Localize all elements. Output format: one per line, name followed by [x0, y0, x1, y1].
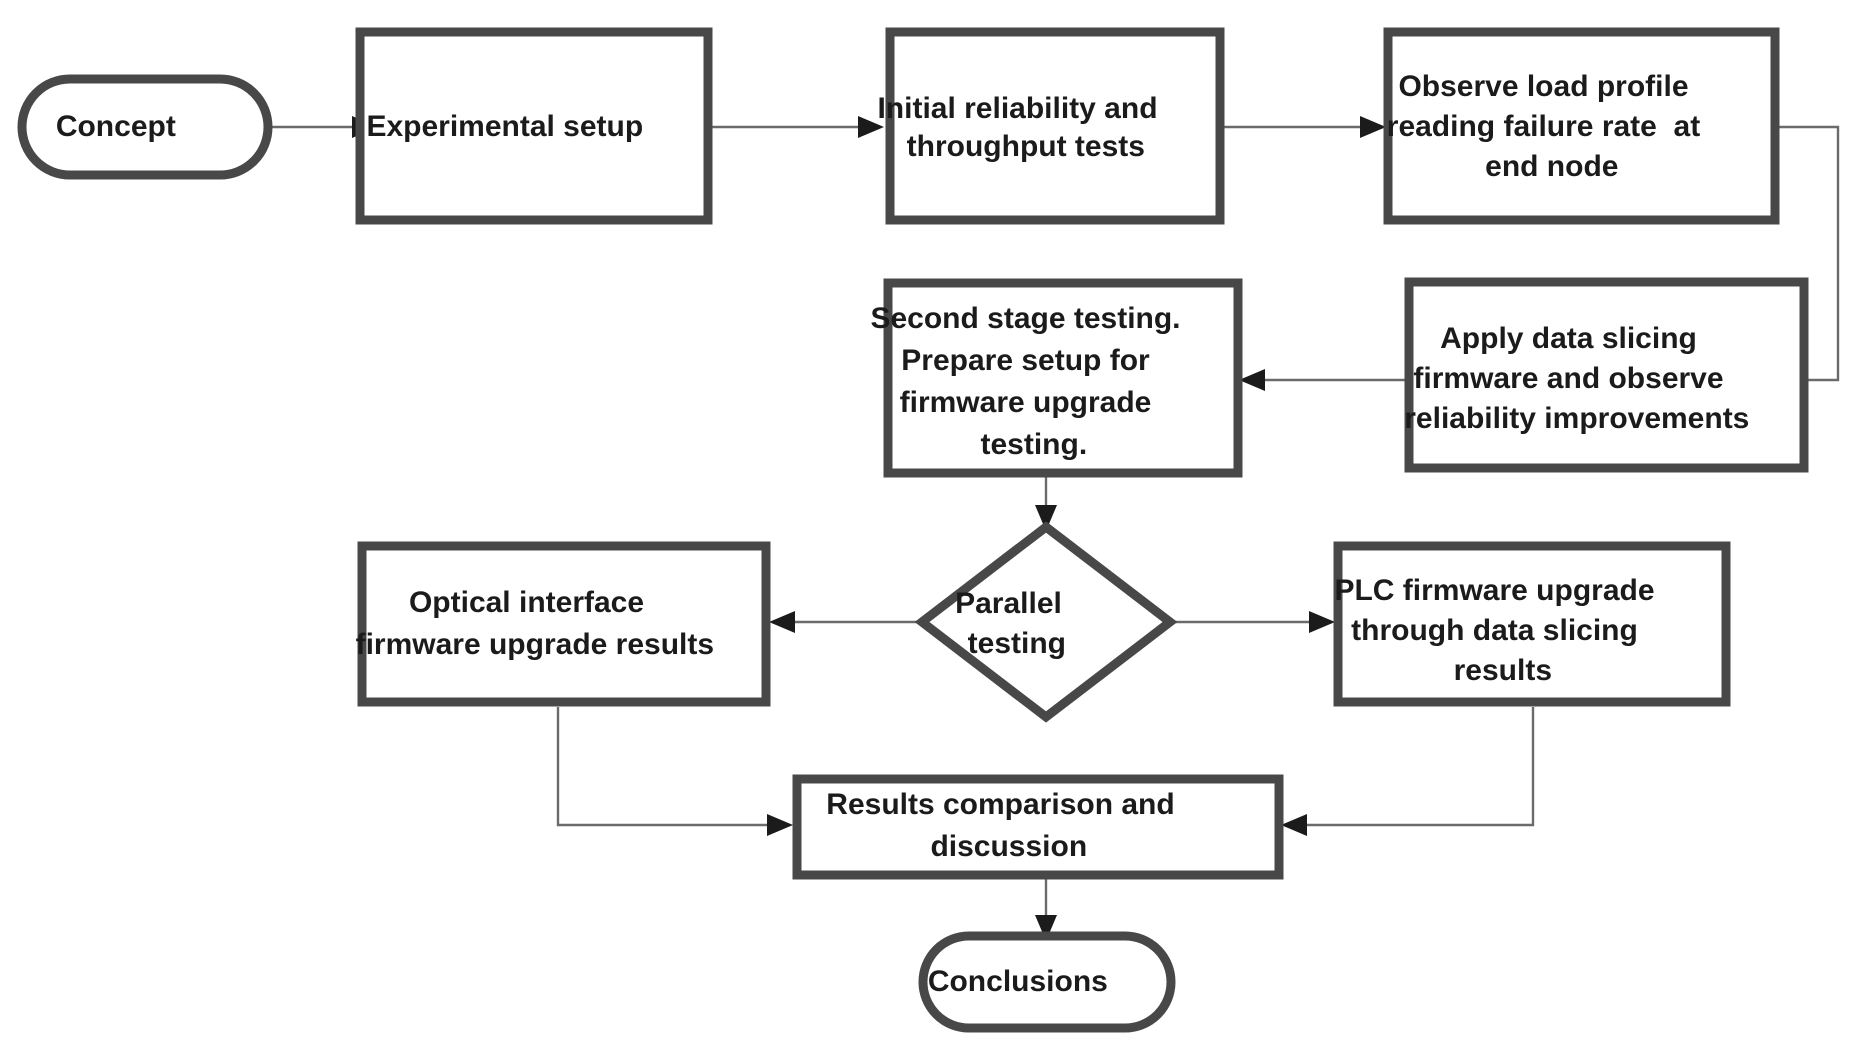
edge-second-stage-to-parallel — [1035, 473, 1057, 531]
svg-text:Concept: Concept — [56, 110, 234, 143]
node-observe-load-profile-line-3: end node — [1485, 150, 1618, 183]
svg-text:PLC firmware upgrade t: PLC firmware upgrade through data slicin… — [1334, 574, 1729, 687]
svg-text:Results comparison and: Results comparison and discussion — [826, 788, 1249, 863]
svg-text:Parallel testing: Parallel testing — [955, 587, 1137, 660]
node-apply-data-slicing-line-2: firmware and observe — [1413, 362, 1723, 395]
node-experimental-setup-line-1: Experimental setup — [366, 110, 643, 143]
node-plc-firmware-results-line-3: results — [1454, 654, 1552, 687]
node-concept[interactable]: Concept — [17, 74, 273, 180]
connector-layer — [270, 116, 1840, 941]
edge-initial-tests-to-observe — [1222, 116, 1386, 138]
node-conclusions[interactable]: Conclusions — [918, 931, 1176, 1033]
svg-text:Apply data slicing fir: Apply data slicing firmware and observe … — [1404, 322, 1807, 435]
node-optical-interface-results[interactable]: Optical interface firmware upgrade resul… — [356, 541, 773, 707]
edge-parallel-to-optical — [769, 611, 918, 633]
node-apply-data-slicing-line-1: Apply data slicing — [1440, 322, 1697, 355]
edge-apply-slicing-to-second-stage — [1239, 369, 1407, 391]
node-second-stage-testing-line-2: Prepare setup for — [901, 344, 1150, 377]
node-initial-tests[interactable]: Initial reliability and throughput tests — [877, 27, 1232, 225]
node-initial-tests-line-1: Initial reliability and — [877, 92, 1157, 125]
node-plc-firmware-results[interactable]: PLC firmware upgrade through data slicin… — [1333, 541, 1731, 707]
svg-text:Conclusions: Conclusions — [928, 965, 1166, 998]
node-second-stage-testing-line-3: firmware upgrade — [900, 386, 1152, 419]
svg-text:Experimental setup: Experimental setup — [366, 110, 701, 143]
node-plc-firmware-results-line-2: through data slicing — [1351, 614, 1638, 647]
node-second-stage-testing-line-1: Second stage testing. — [870, 302, 1180, 335]
node-initial-tests-line-2: throughput tests — [907, 130, 1145, 163]
node-parallel-testing[interactable]: Parallel testing — [914, 521, 1178, 723]
node-second-stage-testing[interactable]: Second stage testing. Prepare setup for … — [870, 278, 1255, 478]
svg-text:Optical interface firm: Optical interface firmware upgrade resul… — [356, 586, 773, 661]
node-parallel-testing-line-1: Parallel — [955, 587, 1062, 620]
node-optical-interface-results-line-1: Optical interface — [409, 586, 644, 619]
svg-text:Second stage testing.: Second stage testing. Prepare setup for … — [870, 302, 1255, 461]
edge-results-to-conclusions — [1035, 876, 1057, 941]
edge-plc-to-results — [1281, 707, 1535, 836]
node-optical-interface-results-line-2: firmware upgrade results — [356, 628, 714, 661]
node-results-comparison-line-2: discussion — [930, 830, 1087, 863]
edge-optical-to-results — [556, 707, 793, 836]
node-conclusions-line-1: Conclusions — [928, 965, 1108, 998]
edge-setup-to-initial-tests — [710, 116, 884, 138]
node-parallel-testing-line-2: testing — [968, 627, 1066, 660]
node-plc-firmware-results-line-1: PLC firmware upgrade — [1334, 574, 1654, 607]
node-observe-load-profile-line-2: reading failure rate at — [1387, 110, 1700, 143]
svg-text:Observe load profile r: Observe load profile reading failure rat… — [1387, 70, 1775, 183]
node-concept-line-1: Concept — [56, 110, 176, 143]
node-apply-data-slicing[interactable]: Apply data slicing firmware and observe … — [1404, 277, 1809, 473]
node-observe-load-profile-line-1: Observe load profile — [1398, 70, 1688, 103]
node-second-stage-testing-line-4: testing. — [980, 428, 1087, 461]
node-results-comparison-line-1: Results comparison and — [826, 788, 1174, 821]
node-apply-data-slicing-line-3: reliability improvements — [1404, 402, 1749, 435]
node-results-comparison[interactable]: Results comparison and discussion — [792, 774, 1284, 880]
edge-parallel-to-plc — [1174, 611, 1335, 633]
node-observe-load-profile[interactable]: Observe load profile reading failure rat… — [1383, 27, 1780, 225]
svg-text:Initial reliability and: Initial reliability and throughput tests — [877, 92, 1232, 163]
node-experimental-setup[interactable]: Experimental setup — [355, 27, 713, 225]
